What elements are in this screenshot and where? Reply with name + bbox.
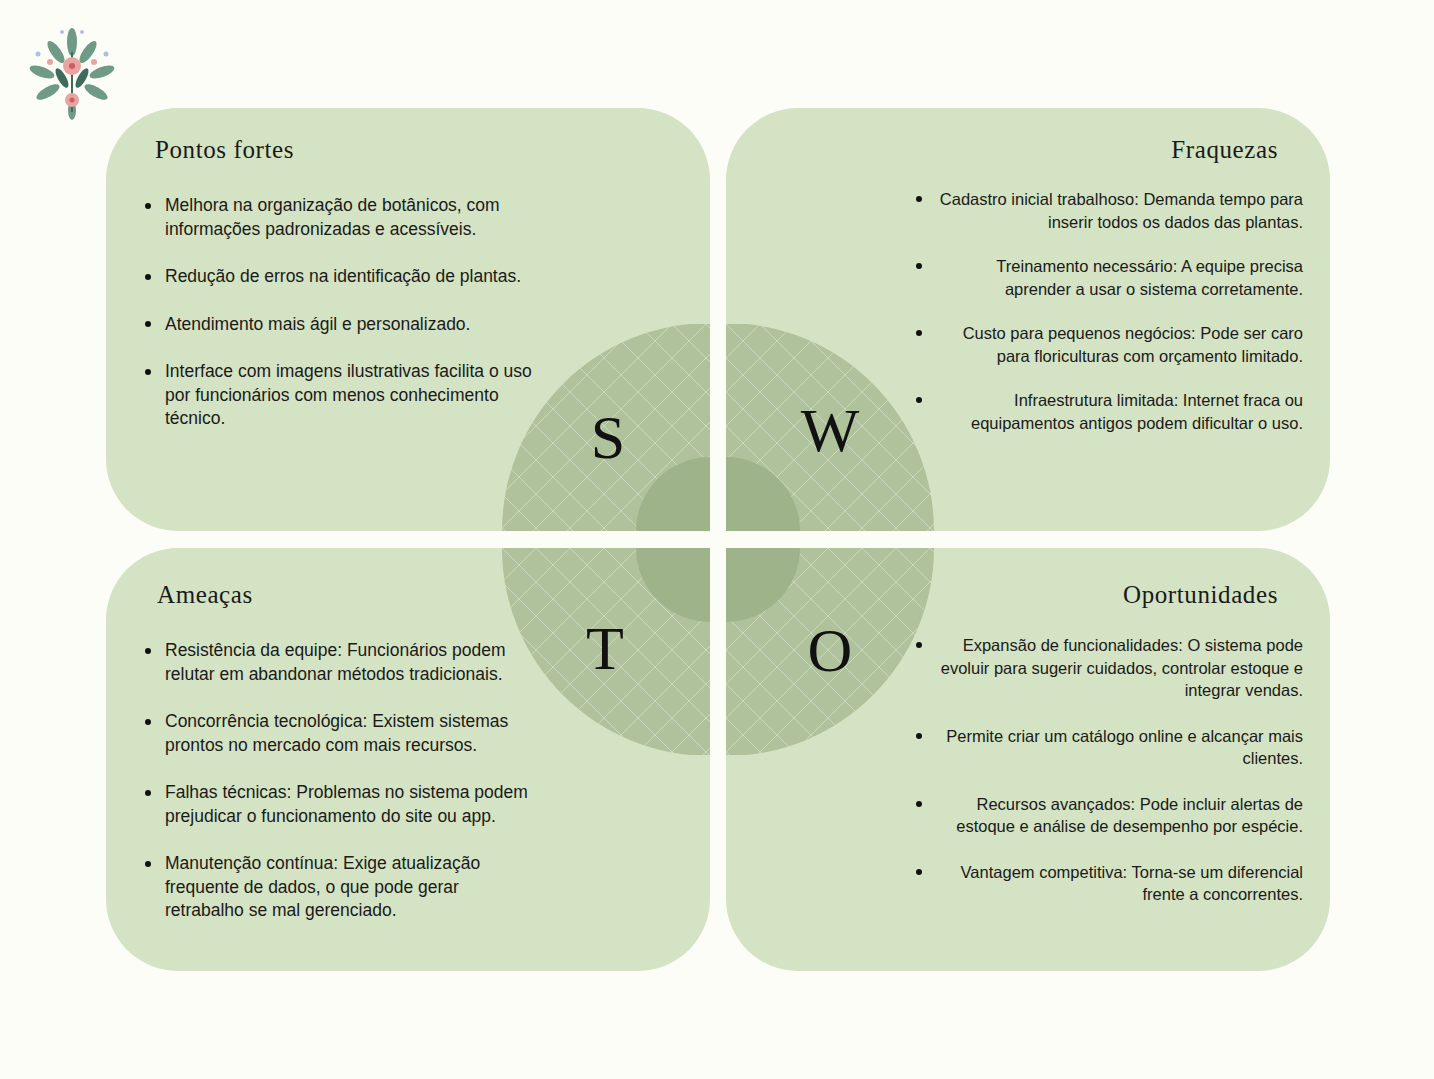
- bullet-item: Redução de erros na identificação de pla…: [165, 265, 540, 289]
- bullet-item: Vantagem competitiva: Torna-se um difere…: [935, 861, 1303, 906]
- bullet-item: Custo para pequenos negócios: Pode ser c…: [935, 322, 1303, 367]
- bullet-item: Infraestrutura limitada: Internet fraca …: [935, 389, 1303, 434]
- bullet-text: Expansão de funcionalidades: O sistema p…: [935, 634, 1303, 702]
- bullet-list: Cadastro inicial trabalhoso: Demanda tem…: [935, 188, 1303, 456]
- bullet-text: Permite criar um catálogo online e alcan…: [935, 725, 1303, 770]
- bullet-text: Infraestrutura limitada: Internet fraca …: [935, 389, 1303, 434]
- bullet-dot: [145, 648, 151, 654]
- swot-letter: S: [591, 406, 625, 468]
- bullet-text: Vantagem competitiva: Torna-se um difere…: [935, 861, 1303, 906]
- floral-ornament: [26, 22, 118, 122]
- quadrant-heading: Pontos fortes: [155, 136, 294, 164]
- bullet-text: Cadastro inicial trabalhoso: Demanda tem…: [935, 188, 1303, 233]
- bullet-item: Resistência da equipe: Funcionários pode…: [165, 639, 537, 686]
- bullet-list: Expansão de funcionalidades: O sistema p…: [935, 634, 1303, 929]
- bullet-text: Interface com imagens ilustrativas facil…: [165, 360, 540, 431]
- bullet-list: Melhora na organização de botânicos, com…: [165, 194, 540, 455]
- bullet-text: Falhas técnicas: Problemas no sistema po…: [165, 781, 537, 828]
- bullet-dot: [145, 274, 151, 280]
- bullet-list: Resistência da equipe: Funcionários pode…: [165, 639, 537, 947]
- swot-letter: W: [801, 399, 860, 461]
- bullet-dot: [145, 790, 151, 796]
- bullet-text: Custo para pequenos negócios: Pode ser c…: [935, 322, 1303, 367]
- swot-letter: O: [808, 619, 853, 681]
- bullet-text: Concorrência tecnológica: Existem sistem…: [165, 710, 537, 757]
- quadrant-heading: Ameaças: [157, 581, 253, 609]
- swot-letter: T: [586, 617, 624, 679]
- quadrant-heading: Oportunidades: [1123, 581, 1278, 609]
- bullet-item: Cadastro inicial trabalhoso: Demanda tem…: [935, 188, 1303, 233]
- bullet-text: Redução de erros na identificação de pla…: [165, 265, 540, 289]
- bullet-item: Interface com imagens ilustrativas facil…: [165, 360, 540, 431]
- bullet-item: Treinamento necessário: A equipe precisa…: [935, 255, 1303, 300]
- bullet-dot: [145, 719, 151, 725]
- swot-quarter-circle: S: [502, 324, 710, 531]
- bullet-text: Manutenção contínua: Exige atualização f…: [165, 852, 537, 923]
- bullet-dot: [916, 397, 922, 403]
- bullet-dot: [145, 203, 151, 209]
- bullet-item: Permite criar um catálogo online e alcan…: [935, 725, 1303, 770]
- bullet-item: Expansão de funcionalidades: O sistema p…: [935, 634, 1303, 702]
- bullet-text: Treinamento necessário: A equipe precisa…: [935, 255, 1303, 300]
- bullet-dot: [916, 263, 922, 269]
- bullet-text: Melhora na organização de botânicos, com…: [165, 194, 540, 241]
- bullet-dot: [145, 861, 151, 867]
- bullet-item: Atendimento mais ágil e personalizado.: [165, 313, 540, 337]
- bullet-dot: [916, 801, 922, 807]
- swot-quarter-circle: T: [502, 548, 710, 755]
- bullet-item: Falhas técnicas: Problemas no sistema po…: [165, 781, 537, 828]
- bullet-item: Manutenção contínua: Exige atualização f…: [165, 852, 537, 923]
- bullet-dot: [916, 330, 922, 336]
- swot-quarter-circle: W: [726, 324, 934, 531]
- bullet-dot: [145, 369, 151, 375]
- bullet-dot: [916, 642, 922, 648]
- bullet-text: Atendimento mais ágil e personalizado.: [165, 313, 540, 337]
- bullet-text: Resistência da equipe: Funcionários pode…: [165, 639, 537, 686]
- bullet-text: Recursos avançados: Pode incluir alertas…: [935, 793, 1303, 838]
- bullet-dot: [916, 869, 922, 875]
- bullet-item: Melhora na organização de botânicos, com…: [165, 194, 540, 241]
- bullet-dot: [916, 733, 922, 739]
- bullet-dot: [916, 196, 922, 202]
- swot-quarter-circle: O: [726, 548, 934, 755]
- bullet-item: Recursos avançados: Pode incluir alertas…: [935, 793, 1303, 838]
- bullet-item: Concorrência tecnológica: Existem sistem…: [165, 710, 537, 757]
- bullet-dot: [145, 321, 151, 327]
- quadrant-heading: Fraquezas: [1171, 136, 1278, 164]
